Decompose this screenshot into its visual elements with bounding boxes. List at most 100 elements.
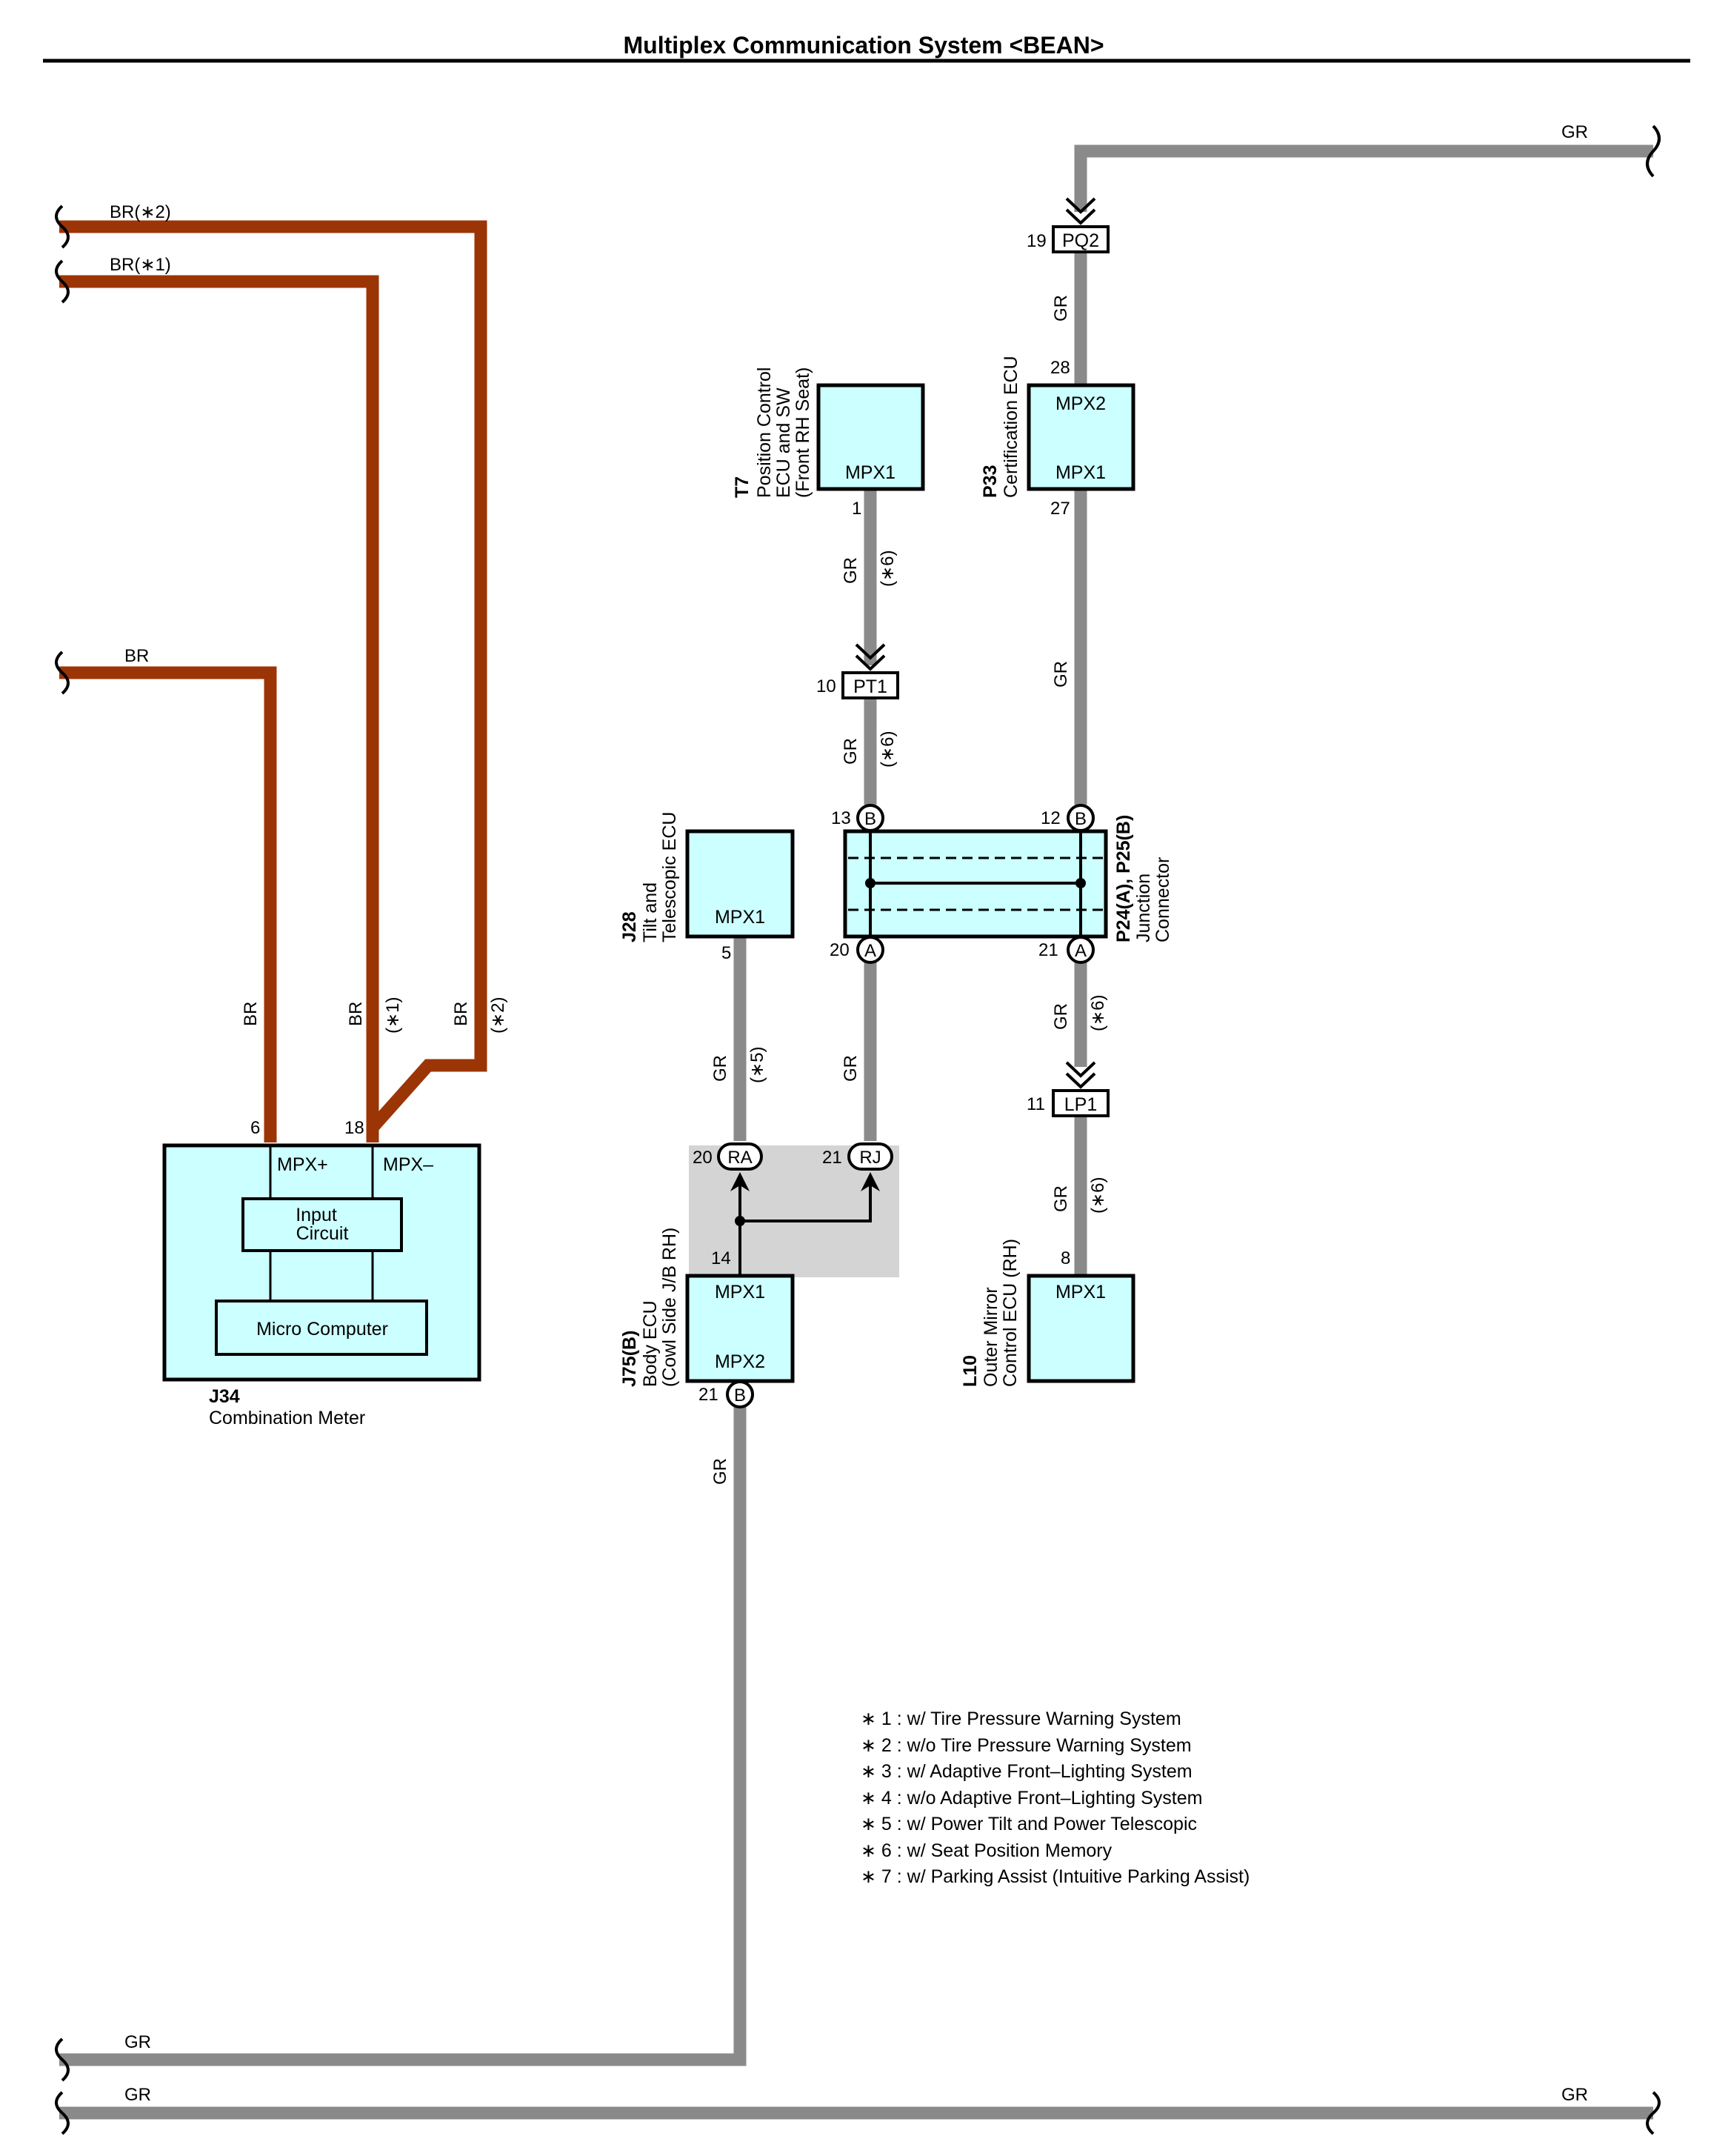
body-ecu-box (685, 1274, 795, 1383)
p33-name: Certification ECU (1001, 356, 1021, 498)
input-circuit-box (241, 1197, 403, 1252)
body-ecu-name-1: Body ECU (640, 1300, 661, 1387)
body-ecu-pin-b21-letter: B (734, 1385, 746, 1405)
wire-label-gr-lp1: GR (1051, 1185, 1071, 1212)
lp1-label: LP1 (1064, 1094, 1097, 1115)
t7-name-2: ECU and SW (773, 387, 794, 498)
p33-id: P33 (980, 465, 1001, 498)
pt1-label: PT1 (853, 676, 887, 697)
page-title: Multiplex Communication System <BEAN> (623, 32, 1104, 59)
rj-connector (847, 1142, 893, 1171)
jc-pin-b12 (1067, 804, 1095, 832)
l10-pin: 8 (1061, 1248, 1070, 1268)
wire-label-gr-mid: GR (841, 1055, 861, 1082)
rj-arrow (861, 1172, 880, 1191)
wire-br (59, 666, 277, 1142)
wire-break-gr-bottom2-left (55, 2091, 70, 2135)
wire-label-gr-body: GR (710, 1458, 730, 1485)
footnote-5: ∗ 5 : w/ Power Tilt and Power Telescopic (861, 1814, 1197, 1834)
footnote-4: ∗ 4 : w/o Adaptive Front–Lighting System (861, 1788, 1202, 1809)
wire-label-gr-a21-note: (∗6) (1088, 995, 1108, 1031)
jc-pin-a20 (856, 936, 884, 964)
pt1-chevron-2 (855, 654, 886, 671)
wire-label-gr-a21: GR (1051, 1003, 1071, 1030)
j28-term: MPX1 (715, 907, 765, 928)
j28-ecu-box (685, 829, 795, 939)
body-ecu-term-bot: MPX2 (715, 1351, 765, 1372)
wire-label-gr-t7-note: (∗6) (878, 550, 898, 587)
pq2-pin: 19 (1027, 231, 1047, 251)
meter-name: Combination Meter (209, 1408, 365, 1428)
jc-pin-a21-letter: A (1075, 941, 1087, 961)
meter-id: J34 (209, 1386, 240, 1407)
wire-label-gr-pq2: GR (1051, 295, 1071, 322)
wire-label-gr-p33: GR (1051, 661, 1071, 688)
l10-name-2: Control ECU (RH) (1000, 1239, 1021, 1387)
lp1-connector (1052, 1089, 1110, 1117)
wire-label-gr-bottom1: GR (124, 2032, 151, 2052)
wire-label-gr-pt1-note: (∗6) (878, 731, 898, 768)
wire-break-br1 (55, 259, 70, 304)
wire-label-br-v3: BR (451, 1002, 471, 1026)
jc-dot-right (1075, 878, 1086, 888)
meter-term-minus: MPX– (383, 1154, 433, 1175)
pq2-label: PQ2 (1062, 230, 1099, 251)
l10-ecu-box (1027, 1274, 1135, 1383)
wire-break-gr-top (1646, 124, 1661, 178)
wire-label-gr-j28-note: (∗5) (747, 1047, 767, 1083)
micro-computer-box (215, 1300, 428, 1356)
wire-label-br-v3-note: (∗2) (488, 997, 508, 1034)
lp1-chevron-2 (1065, 1072, 1096, 1089)
footnotes: ∗ 1 : w/ Tire Pressure Warning System ∗ … (861, 1709, 1250, 1887)
wire-label-gr-top: GR (1561, 122, 1588, 142)
footnote-7: ∗ 7 : w/ Parking Assist (Intuitive Parki… (861, 1866, 1250, 1887)
pq2-chevron-1 (1065, 197, 1096, 214)
jc-pin-b13 (856, 804, 884, 832)
body-ecu-name-2: (Cowl Side J/B RH) (659, 1228, 680, 1387)
wire-label-gr-bottom2: GR (124, 2085, 151, 2105)
pq2-connector (1052, 225, 1110, 253)
meter-term-plus: MPX+ (277, 1154, 328, 1175)
p33-term-top: MPX2 (1055, 393, 1106, 414)
t7-name-3: (Front RH Seat) (793, 367, 813, 498)
wire-gr-body-bottom (59, 1406, 747, 2066)
ra-label: RA (727, 1148, 752, 1168)
joint-dot (735, 1216, 745, 1226)
footnote-3: ∗ 3 : w/ Adaptive Front–Lighting System (861, 1761, 1193, 1782)
t7-name-1: Position Control (754, 367, 775, 498)
wire-label-gr-t7: GR (841, 557, 861, 584)
wire-break-br (55, 651, 70, 695)
body-ecu-pin-top: 14 (711, 1248, 731, 1268)
jc-name-2: Connector (1153, 857, 1173, 942)
meter-pin-plus: 6 (250, 1118, 260, 1138)
jc-pin-b12-num: 12 (1041, 808, 1061, 828)
jc-pin-b12-letter: B (1075, 809, 1087, 829)
jc-pin-a20-num: 20 (830, 940, 850, 960)
wire-label-br1: BR(∗1) (110, 255, 171, 275)
pq2-chevron-2 (1065, 208, 1096, 225)
footnote-6: ∗ 6 : w/ Seat Position Memory (861, 1840, 1113, 1861)
j28-pin: 5 (721, 943, 731, 963)
footnote-2: ∗ 2 : w/o Tire Pressure Warning System (861, 1735, 1192, 1756)
jc-pin-a21 (1067, 936, 1095, 964)
wire-label-br2: BR(∗2) (110, 202, 171, 222)
l10-id: L10 (960, 1355, 981, 1387)
wire-break-gr-bottom1 (55, 2037, 70, 2082)
jc-pin-b13-letter: B (864, 809, 876, 829)
body-ecu-pin-b21 (726, 1380, 754, 1408)
footnote-1: ∗ 1 : w/ Tire Pressure Warning System (861, 1709, 1181, 1729)
wire-break-gr-bottom2-right (1646, 2091, 1661, 2135)
rj-pin: 21 (822, 1148, 842, 1168)
wire-label-gr-j28: GR (710, 1055, 730, 1082)
ra-pin: 20 (693, 1148, 713, 1168)
joint-line-right (740, 1185, 872, 1222)
l10-name-1: Outer Mirror (981, 1287, 1001, 1387)
lp1-chevron-1 (1065, 1061, 1096, 1078)
micro-computer-label: Micro Computer (256, 1319, 388, 1340)
ra-connector (717, 1142, 763, 1171)
j28-id: J28 (619, 911, 640, 942)
jc-pin-a20-letter: A (864, 941, 876, 961)
t7-id: T7 (732, 476, 753, 498)
j28-name-1: Tilt and (640, 882, 661, 942)
jc-pin-a21-num: 21 (1038, 940, 1058, 960)
